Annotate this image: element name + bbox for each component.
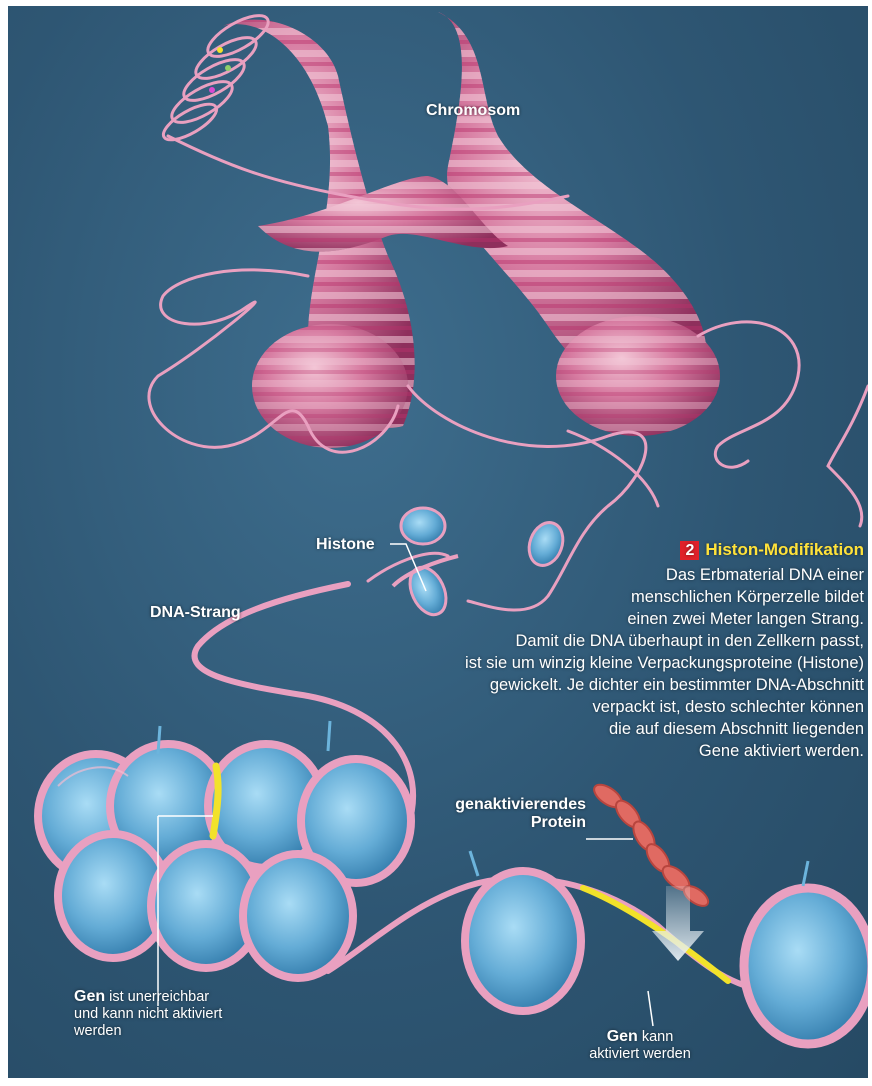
gene-activating-protein — [590, 780, 711, 909]
label-protein: genaktivierendes Protein — [428, 796, 586, 831]
label-gen-activatable-line2: aktiviert werden — [570, 1046, 710, 1063]
info-heading-text: Histon-Modifikation — [705, 540, 864, 559]
dna-coil — [159, 8, 274, 147]
label-gen-activatable: Gen kann aktiviert werden — [570, 1028, 710, 1063]
info-number-badge: 2 — [680, 541, 699, 560]
label-gen-unreachable-bold: Gen — [74, 988, 105, 1005]
info-body: Das Erbmaterial DNA einer menschlichen K… — [324, 564, 864, 762]
label-protein-line1: genaktivierendes — [428, 796, 586, 814]
info-box: 2 Histon-Modifikation Das Erbmaterial DNA… — [324, 540, 864, 762]
diagram-canvas: Chromosom Histone DNA-Strang genaktivier… — [8, 6, 868, 1078]
label-chromosom: Chromosom — [426, 102, 520, 120]
label-gen-unreachable: Gen ist unerreichbar und kann nicht akti… — [74, 988, 222, 1040]
label-gen-activatable-line1: kann — [642, 1029, 673, 1045]
label-dna-strang: DNA-Strang — [150, 604, 241, 622]
info-heading: 2 Histon-Modifikation — [324, 540, 864, 560]
label-gen-unreachable-line1: ist unerreichbar — [109, 989, 209, 1005]
chromosome — [223, 12, 720, 448]
label-gen-unreachable-line3: werden — [74, 1023, 222, 1040]
label-protein-line2: Protein — [428, 814, 586, 832]
label-gen-unreachable-line2: und kann nicht aktiviert — [74, 1006, 222, 1023]
label-gen-activatable-bold: Gen — [607, 1028, 638, 1045]
